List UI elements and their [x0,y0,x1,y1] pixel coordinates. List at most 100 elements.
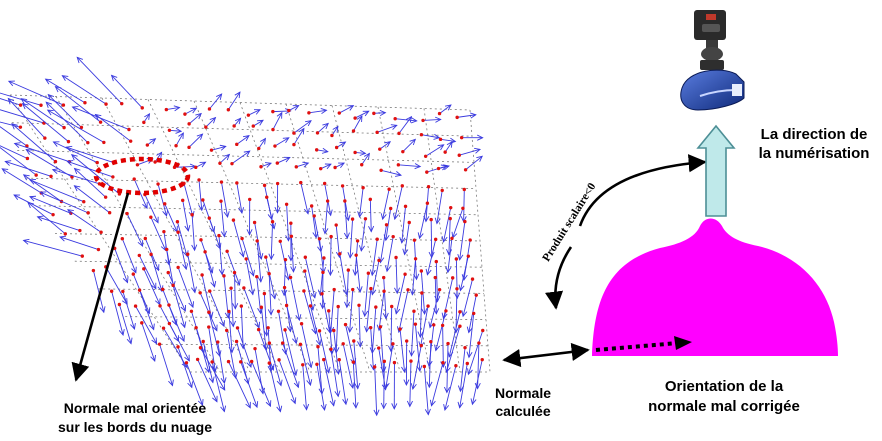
sample-point [391,234,395,239]
sample-point [125,211,129,216]
normal-vector [319,257,325,296]
normal-vector [435,261,438,302]
normal-arrowhead [344,301,351,309]
sample-point [153,160,157,164]
normal-vector [265,256,276,299]
normal-arrowhead [476,155,483,162]
normal-vector [208,326,216,372]
sample-point [307,111,311,115]
sample-point [353,150,357,155]
sample-point [426,304,430,308]
normal-vector [230,288,234,327]
normal-vector [339,105,354,114]
sample-point [466,254,471,258]
normal-vector [205,117,216,128]
normal-arrowhead [347,105,355,111]
normal-vector [226,251,240,286]
normal-arrowhead [234,117,242,125]
sample-point [137,253,142,258]
normal-vector [320,163,332,170]
normal-arrowhead [357,211,364,218]
normal-vector [228,311,233,353]
sample-point [244,257,248,261]
normal-arrowhead [257,119,264,126]
normal-arrowhead [474,147,482,154]
sample-point [403,272,407,276]
sample-point [433,237,438,242]
sample-point [143,236,148,241]
sample-point [216,340,220,344]
sample-point [207,216,211,220]
sample-point [149,252,153,257]
sample-point [470,277,475,281]
sample-point [96,247,101,252]
sample-point [271,127,275,132]
sample-point [312,214,316,218]
normal-vector [221,181,229,218]
normal-arrowhead [231,372,238,380]
misoriented-region-ellipse [93,156,191,196]
normal-arrowhead [417,331,424,339]
normal-vector [95,114,131,142]
sample-point [354,253,358,257]
normal-vector [260,162,272,168]
normal-vector [446,343,449,393]
sample-point [198,291,202,295]
normal-vector [62,75,107,105]
normal-arrowhead [380,213,387,221]
sample-point [363,217,368,221]
normal-vector [311,205,317,238]
normal-vector [233,220,244,257]
normal-arrowhead [209,116,217,124]
normal-vector [448,311,461,358]
normal-arrowhead [223,153,231,161]
normal-arrowhead [198,204,205,212]
normal-vector [240,306,244,349]
sample-point [303,269,307,273]
sample-point [39,103,43,107]
sample-point [413,322,418,326]
normal-arrowhead [327,269,334,277]
normal-vector [198,179,203,211]
sample-point [120,101,124,106]
sample-point [301,363,305,367]
sample-point [425,170,429,174]
normal-arrowhead [248,288,255,296]
normal-vector [159,344,173,386]
normal-vector [421,134,440,139]
normal-vector [177,346,193,388]
normal-arrowhead [196,133,204,140]
normal-vector [150,217,167,251]
normal-arrowhead [293,381,300,389]
normal-arrowhead [253,109,261,115]
sample-point [294,165,298,169]
normal-vector [211,145,226,151]
sample-point [95,160,99,165]
normal-vector [385,343,394,389]
normal-vector [23,174,62,202]
sample-point [187,122,191,126]
normal-arrowhead [182,250,189,258]
normal-arrowhead [467,368,473,376]
normal-vector [121,238,137,273]
sample-point [226,359,231,364]
normal-vector [333,330,339,375]
normal-vector [45,78,86,104]
normal-arrowhead [223,211,230,219]
normal-arrowhead [268,253,275,261]
normal-arrowhead [156,151,163,159]
normal-vector [360,218,366,251]
normal-vector [316,364,325,411]
normal-vector [47,94,82,128]
sample-point [308,304,313,308]
sample-point [240,236,244,241]
normal-arrowhead [437,144,445,151]
normal-arrowhead [320,404,327,411]
normal-vector [302,364,308,410]
sample-point [271,109,275,114]
sample-point [351,360,355,364]
normal-arrowhead [384,265,391,273]
normal-arrowhead [379,109,387,116]
normal-vector [176,221,188,257]
sample-point [455,287,459,291]
